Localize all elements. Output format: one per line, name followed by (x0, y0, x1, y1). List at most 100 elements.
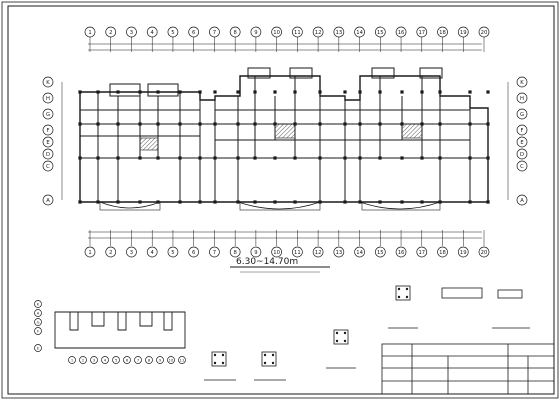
sheet-border-inner (7, 5, 555, 395)
bottom-axis-bubble: 17 (416, 246, 428, 258)
axis-label: 3 (130, 30, 133, 36)
column-mark (253, 90, 257, 94)
left-axis-bubble: A (42, 194, 54, 206)
axis-label: 15 (377, 30, 384, 36)
column-mark (468, 156, 472, 160)
axis-label: 7 (213, 30, 216, 36)
axis-label: 7 (213, 250, 216, 256)
axis-label: E (520, 140, 523, 146)
axis-label: 12 (315, 250, 322, 256)
column-mark (486, 90, 490, 94)
axis-label: 10 (273, 250, 280, 256)
column-mark (253, 156, 257, 160)
column-mark (236, 90, 240, 94)
column-mark (343, 156, 347, 160)
right-axis-bubble: G (516, 108, 528, 120)
mini-left-axis-bubble: H (34, 309, 42, 317)
right-axis-bubble: H (516, 92, 528, 104)
column-mark (438, 156, 442, 160)
top-axis-bubble: 9 (250, 26, 262, 38)
top-axis-bubble: 11 (292, 26, 303, 38)
column-mark (378, 122, 382, 126)
axis-label: 6 (126, 358, 129, 362)
column-mark (318, 122, 322, 126)
axis-label: D (520, 152, 524, 158)
top-axis-bubble: 7 (209, 26, 220, 38)
top-axis-bubble: 17 (416, 26, 428, 38)
column-mark (116, 156, 120, 160)
axis-label: K (37, 302, 40, 306)
detail-rebar-dots (213, 287, 409, 365)
column-mark (138, 200, 142, 204)
column-mark (156, 90, 160, 94)
plan-title: 6.30~14.70m (236, 257, 298, 267)
column-mark (156, 200, 160, 204)
axis-label: 6 (192, 250, 196, 256)
title-block (381, 343, 555, 395)
top-axis-bubble: 1 (84, 26, 96, 38)
bottom-axis-bubble: 12 (312, 246, 324, 258)
column-mark (486, 200, 490, 204)
column-mark (358, 122, 362, 126)
column-mark (78, 156, 82, 160)
axis-label: 5 (115, 358, 117, 362)
axis-label: 2 (109, 250, 112, 256)
column-mark (318, 90, 322, 94)
top-axis-bubble: 6 (188, 26, 200, 38)
axis-label: 9 (254, 250, 257, 256)
axis-label: 20 (481, 30, 488, 36)
mini-left-axis-bubble: G (34, 318, 42, 326)
axis-label: 18 (439, 30, 446, 36)
column-mark (468, 200, 472, 204)
column-mark (96, 200, 100, 204)
axis-label: G (37, 320, 40, 324)
column-mark (178, 156, 182, 160)
axis-label: A (46, 198, 50, 204)
column-mark (116, 200, 120, 204)
bottom-axis-bubble: 9 (250, 246, 262, 258)
column-mark (253, 122, 257, 126)
column-mark (138, 122, 142, 126)
right-axis-bubble: C (516, 160, 528, 172)
axis-label: 1 (88, 250, 91, 256)
axis-label: 5 (171, 30, 174, 36)
column-mark (273, 90, 277, 94)
column-mark (358, 200, 362, 204)
column-mark (213, 90, 217, 94)
axis-label: 10 (169, 358, 174, 362)
axis-label: 8 (233, 30, 236, 36)
column-mark (293, 122, 297, 126)
right-axis-bubble: F (516, 124, 528, 136)
axis-label: E (37, 346, 40, 350)
axis-label: 18 (439, 250, 446, 256)
bottom-axis-bubble: 3 (126, 246, 137, 258)
column-mark (236, 156, 240, 160)
column-mark (78, 200, 82, 204)
top-axis-bubble: 2 (105, 26, 117, 38)
column-mark (318, 156, 322, 160)
column-mark (156, 156, 160, 160)
column-mark (236, 122, 240, 126)
column-mark (253, 200, 257, 204)
column-mark (438, 90, 442, 94)
column-mark (438, 122, 442, 126)
mini-bottom-axis-bubble: 1 (68, 356, 76, 364)
column-mark (378, 90, 382, 94)
column-mark (178, 200, 182, 204)
top-axis-bubble: 4 (146, 26, 158, 38)
column-mark (486, 156, 490, 160)
axis-label: 11 (294, 30, 301, 36)
column-mark (400, 122, 404, 126)
bottom-axis-bubble: 4 (146, 246, 158, 258)
mini-bottom-axis-bubble: 4 (101, 356, 109, 364)
column-mark (293, 156, 297, 160)
column-mark (273, 200, 277, 204)
column-mark (400, 156, 404, 160)
axis-label: F (46, 128, 49, 134)
left-axis-bubble: H (42, 92, 54, 104)
column-mark (198, 156, 202, 160)
axis-label: 4 (151, 250, 155, 256)
axis-label: 2 (82, 358, 84, 362)
axis-label: 16 (398, 250, 405, 256)
